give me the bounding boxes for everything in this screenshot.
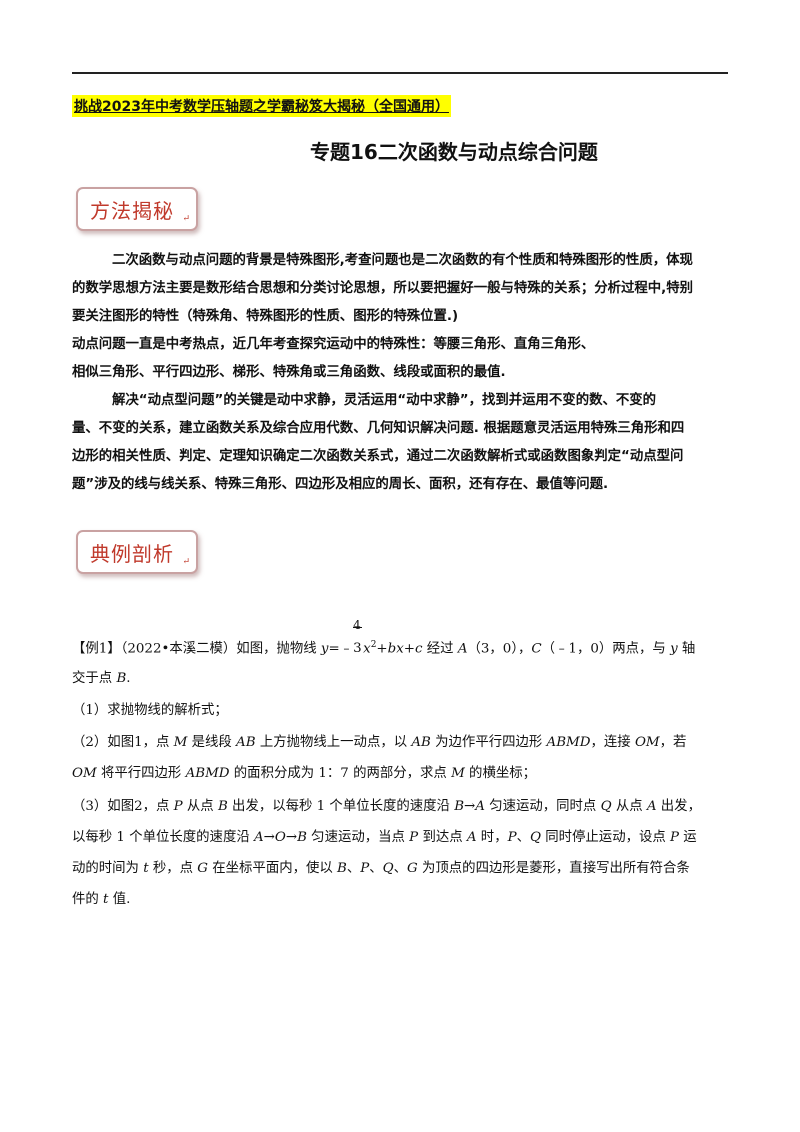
example-question-1: （1）求抛物线的解析式； [72,703,228,718]
method-paragraph-line: 解决“动点型问题”的关键是动中求静，灵活运用“动中求静”，找到并运用不变的数、不… [112,393,657,408]
method-paragraph-line: 题”涉及的线与线关系、特殊三角形、四边形及相应的周长、面积，还有存在、最值等问题… [72,477,609,492]
method-paragraph-line: 边形的相关性质、判定、定理知识确定二次函数关系式，通过二次函数解析式或函数图象判… [72,449,684,464]
example-line: 交于点 B. [72,671,131,686]
method-section-tag: 方法揭秘 ↵ [76,187,198,231]
method-section-label: 方法揭秘 [90,199,174,223]
example-section-tag: 典例剖析 ↵ [76,530,198,574]
series-banner: 挑战2023年中考数学压轴题之学霸秘笈大揭秘（全国通用） [72,95,451,117]
return-mark: ↵ [182,557,190,567]
example-line: 以每秒 1 个单位长度的速度沿 A→O→B 匀速运动，当点 P 到达点 A 时，… [72,830,697,845]
example-line: OM 将平行四边形 ABMD 的面积分成为 1：7 的两部分，求点 M 的横坐标… [72,766,537,781]
page-title: 专题16二次函数与动点综合问题 [310,140,598,164]
method-paragraph-line: 要关注图形的特性（特殊角、特殊图形的性质、图形的特殊位置.) [72,309,459,324]
method-paragraph-line: 的数学思想方法主要是数形结合思想和分类讨论思想，所以要把握好一般与特殊的关系；分… [72,281,694,296]
method-paragraph-line: 相似三角形、平行四边形、梯形、特殊角或三角函数、线段或面积的最值. [72,365,506,380]
top-rule [72,72,728,74]
example-line: 动的时间为 t 秒，点 G 在坐标平面内，使以 B、P、Q、G 为顶点的四边形是… [72,861,690,876]
example-section-label: 典例剖析 [90,542,174,566]
example-line: 件的 t 值. [72,892,131,907]
method-paragraph-line: 量、不变的关系，建立函数关系及综合应用代数、几何知识解决问题. 根据题意灵活运用… [72,421,685,436]
method-paragraph-line: 二次函数与动点问题的背景是特殊图形,考查问题也是二次函数的有个性质和特殊图形的性… [112,253,693,268]
example-question-2: （2）如图1，点 M 是线段 AB 上方抛物线上一动点，以 AB 为边作平行四边… [72,735,687,750]
method-paragraph-line: 动点问题一直是中考热点，近几年考查探究运动中的特殊性：等腰三角形、直角三角形、 [72,337,595,352]
example-question-3: （3）如图2，点 P 从点 B 出发，以每秒 1 个单位长度的速度沿 B→A 匀… [72,799,701,814]
return-mark: ↵ [182,214,190,224]
